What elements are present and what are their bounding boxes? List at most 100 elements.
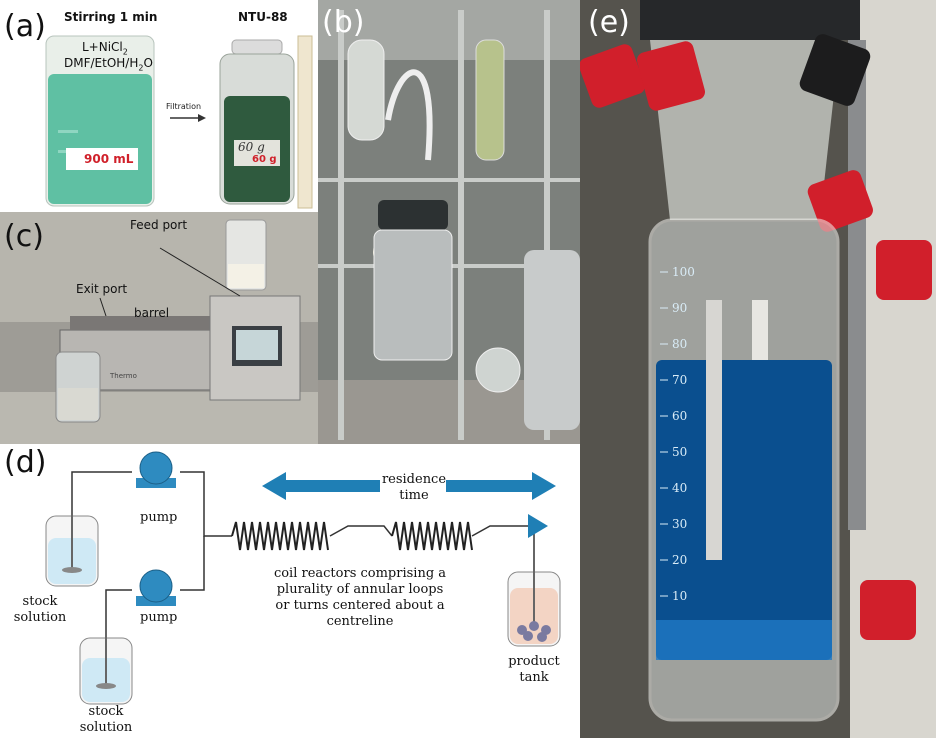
coil-reactor-2 [391, 521, 473, 551]
electrode-right [752, 300, 768, 360]
panel-d-label: (d) [4, 445, 47, 480]
pump-top [136, 451, 176, 488]
coil-line-2: plurality of annular loops [276, 582, 444, 597]
pipe-pump-bottom [180, 536, 205, 591]
reactor-lid [378, 200, 448, 230]
panel-e-photo: 10 20 30 40 50 60 70 80 90 100 [580, 0, 936, 738]
red-cap-side [876, 240, 932, 300]
blue-solution [656, 360, 832, 660]
feed-port-label: Feed port [130, 218, 188, 232]
side-tank [524, 250, 580, 430]
product-tank-label: product tank [502, 654, 566, 686]
black-cap [799, 34, 871, 106]
panel-d: (d) pump pump stock solution stock solut… [0, 444, 580, 738]
stock-bottom-label: stock solution [74, 704, 138, 736]
stirring-title: Stirring 1 min [64, 10, 158, 24]
coil-loops [231, 521, 329, 551]
jar-label [234, 140, 280, 166]
ntu88-title: NTU-88 [238, 10, 288, 24]
product-line-1: product [508, 654, 560, 669]
exit-port-line [99, 297, 107, 317]
support-rod [848, 40, 866, 530]
red-cap-top [637, 41, 705, 111]
reagent-line-1: L+NiCl2 [82, 40, 128, 56]
panel-e: 10 20 30 40 50 60 70 80 90 100 (e) [580, 0, 936, 738]
volume-label: 900 mL [84, 152, 134, 166]
scale-mark-60: 60 [672, 409, 687, 423]
volume-label-bg [66, 148, 138, 170]
stock-bottom-line-2: solution [79, 720, 133, 735]
scale-mark-20: 20 [672, 553, 687, 567]
scale-mark-40: 40 [672, 481, 687, 495]
stock-vessel-bottom [79, 624, 133, 705]
outlet-nozzle [528, 514, 548, 538]
red-cap-top-left [580, 44, 645, 108]
stock-top-label: stock solution [8, 594, 72, 626]
coil-line-3: or turns centered about a [275, 598, 445, 613]
reagent-1-sub: 2 [122, 47, 128, 57]
volume-scale: 10 20 30 40 50 60 70 80 90 100 [660, 265, 695, 603]
reagent-1-text: L+NiCl [82, 40, 123, 54]
coil-loops [391, 521, 473, 551]
scale-mark-80: 80 [672, 337, 687, 351]
panel-a-photo [45, 35, 313, 209]
panel-e-label: (e) [588, 5, 630, 40]
green-solution [48, 74, 152, 204]
panel-b: (b) [318, 0, 580, 444]
panel-b-label: (b) [322, 5, 365, 40]
residence-time-label: residence time [366, 472, 462, 504]
ruler [297, 35, 313, 209]
coil-line-1: coil reactors comprising a [273, 566, 447, 581]
stock-bottom-line-1: stock [88, 704, 124, 719]
panel-a: (a) Stirring 1 min NTU-88 L+NiCl2 DMF/Et… [0, 0, 318, 212]
panel-c-label: (c) [4, 219, 44, 254]
scale-mark-10: 10 [672, 589, 687, 603]
jar-mass: 60 g [252, 154, 277, 165]
residence-time-arrow [262, 472, 556, 500]
residence-line-2: time [399, 488, 429, 503]
pipe-stock-bottom [105, 589, 132, 644]
pipe-between-coils [329, 525, 393, 537]
red-cap-bottom [860, 580, 916, 640]
reagent-2-end: O [143, 56, 153, 70]
pipe-pump-top [180, 471, 232, 537]
residence-line-1: residence [381, 472, 447, 487]
panel-c-photo [0, 212, 318, 444]
pump-top-label: pump [140, 510, 178, 525]
top-glass-vessel [347, 39, 385, 141]
panel-b-photo [318, 0, 580, 444]
stock-vessel-top [45, 504, 99, 587]
red-cap-right [807, 170, 873, 232]
top-stopper [640, 0, 860, 40]
scale-mark-30: 30 [672, 517, 687, 531]
reagent-2-text: DMF/EtOH/H [64, 56, 139, 70]
barrel-label: barrel [134, 306, 170, 320]
exit-port-label: Exit port [76, 282, 128, 296]
pump-bottom [136, 569, 176, 606]
coil-description: coil reactors comprising a plurality of … [254, 566, 466, 630]
pipe-stock-top [71, 471, 132, 504]
panel-c: (c) Feed port Exit port barrel Thermo [0, 212, 318, 444]
filtration-label: Filtration [166, 102, 202, 111]
stock-top-line-1: stock [22, 594, 58, 609]
coil-reactor-1 [231, 521, 329, 551]
pipe-to-outlet [471, 525, 528, 537]
panel-d-diagram [45, 451, 561, 705]
round-flask [475, 347, 521, 393]
electrode-left [706, 300, 722, 560]
steel-reactor [373, 229, 453, 361]
jar-handwriting: 60 g [238, 140, 265, 154]
reagent-line-2: DMF/EtOH/H2O [64, 56, 153, 72]
stock-top-line-2: solution [13, 610, 67, 625]
reagent-2-sub: 2 [138, 63, 144, 73]
scale-mark-50: 50 [672, 445, 687, 459]
barrel [70, 316, 220, 330]
pump-bottom-label: pump [140, 610, 178, 625]
scale-mark-100: 100 [672, 265, 695, 279]
scale-mark-70: 70 [672, 373, 687, 387]
feed-port-line [159, 247, 241, 297]
scale-mark-90: 90 [672, 301, 687, 315]
hose [385, 69, 433, 161]
brand-label: Thermo [110, 372, 137, 380]
bench [0, 392, 318, 444]
